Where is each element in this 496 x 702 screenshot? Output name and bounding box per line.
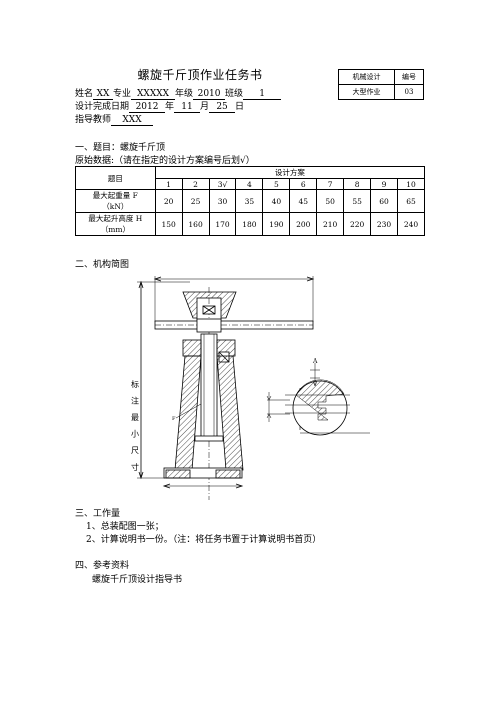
force-mark: F (172, 416, 176, 422)
table-cell: 180 (235, 212, 264, 236)
table-cell: 190 (262, 212, 291, 236)
name-value: XX (93, 89, 114, 100)
table-cell: 170 (208, 212, 237, 236)
table-cell: 160 (181, 212, 210, 236)
table-cell: 65 (396, 189, 426, 213)
teacher-value: XXX (111, 115, 154, 126)
row-label-height: 最大起升高度 H（mm） (75, 212, 156, 236)
section3-heading: 三、工作量 (75, 509, 121, 519)
table-cell: 150 (154, 212, 183, 236)
row-label-load: 最大起重量 F（kN） (75, 189, 156, 213)
table-row: 最大起升高度 H（mm） 150 160 170 180 190 200 210… (75, 212, 426, 236)
meta-table: 机械设计 编号 大型作业 03 (337, 69, 424, 100)
meta-number-value: 03 (394, 84, 424, 100)
table-cell: 240 (396, 212, 426, 236)
table-cell: 45 (289, 189, 318, 213)
table-cell: 30 (208, 189, 237, 213)
workload-item-1: 1、总装配图一张； (86, 522, 164, 532)
grade-value: 2010 (193, 89, 226, 100)
scheme-number-row: 1 2 3√ 4 5 6 7 8 9 10 (76, 178, 426, 190)
section1-subheading: 原始数据:（请在指定的设计方案编号后划√） (75, 156, 255, 166)
meta-number-label: 编号 (394, 69, 424, 85)
section2-heading: 二、机构简图 (75, 260, 130, 270)
design-table: 题目 设计方案 1 2 3√ 4 5 6 7 8 9 10 最大起重量 F（kN… (75, 166, 426, 236)
table-cell: 55 (343, 189, 372, 213)
major-value: XXXXX (131, 89, 176, 100)
meta-assignment: 大型作业 (337, 84, 396, 100)
workload-item-2: 2、计算说明书一份。（注：将任务书置于计算说明书首页） (86, 535, 322, 545)
class-value: 1 (243, 89, 282, 100)
table-cell: 210 (316, 212, 345, 236)
table-cell: 220 (343, 212, 372, 236)
reference-item-1: 螺旋千斤顶设计指导书 (92, 575, 183, 585)
page-title: 螺旋千斤顶作业任务书 (137, 68, 263, 82)
day-value: 25 (209, 102, 236, 113)
month-value: 11 (174, 102, 201, 113)
section-mark: A (312, 358, 318, 365)
section1-heading: 一、题目：螺旋千斤顶 (75, 143, 166, 153)
section4-heading: 四、参考资料 (75, 561, 130, 571)
dimension-note: 标 注 最 小 尺 寸 (131, 379, 140, 474)
year-value: 2012 (129, 102, 166, 113)
table-cell: 25 (181, 189, 210, 213)
table-row: 最大起重量 F（kN） 20 25 30 35 40 45 50 55 60 6… (75, 189, 426, 213)
